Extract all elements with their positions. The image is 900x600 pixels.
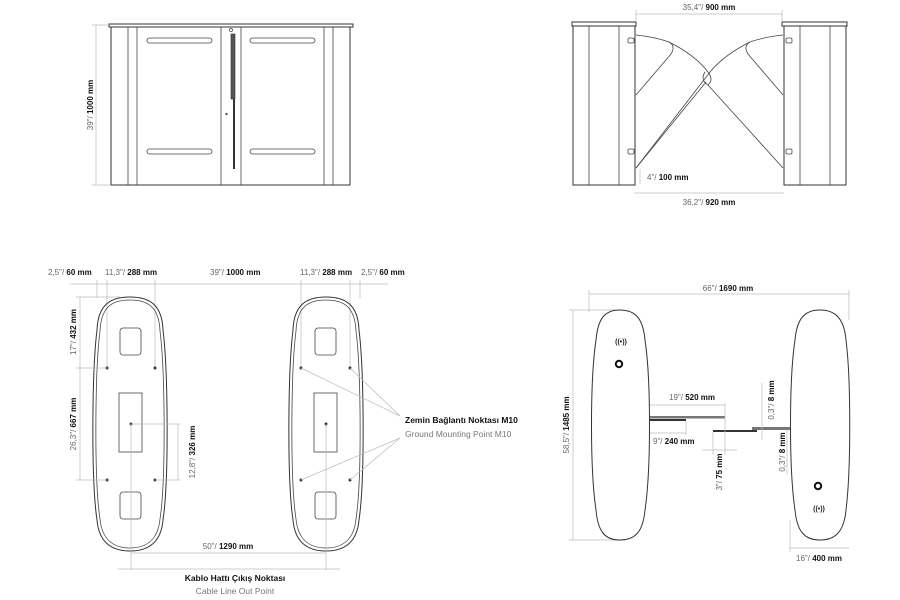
thickness-dimension-1: 0,3"/ 8 mm: [767, 380, 776, 419]
cable-spacing-dimension: 50"/ 1290 mm: [203, 542, 253, 551]
right-wing: [745, 34, 784, 96]
dim-left-edge: 2,5"/ 60 mm: [48, 268, 92, 277]
mount-label-en: Ground Mounting Point M10: [405, 429, 512, 439]
mount-hole: [153, 366, 157, 370]
wing-length-dimension: 19"/ 520 mm: [669, 393, 715, 402]
left-cabinet: [572, 25, 636, 186]
dim-left-holes: 11,3"/ 288 mm: [105, 268, 157, 277]
total-width-dimension: 36,2"/ 920 mm: [683, 198, 736, 207]
front-body: [110, 26, 351, 186]
hole-spacing-dimension: 26,3"/ 667 mm: [69, 398, 78, 451]
dim-right-edge: 2,5"/ 60 mm: [361, 268, 405, 277]
left-wing-panel: [650, 416, 725, 419]
height-dimension: 39"/ 1000 mm: [86, 80, 95, 130]
passage-dimension: 35,4"/ 900 mm: [683, 3, 736, 12]
sensor-icon: [813, 481, 823, 491]
cable-label-en: Cable Line Out Point: [196, 586, 275, 596]
rfid-reader-icon: ((•)): [615, 339, 627, 346]
left-cabinet-top: [591, 309, 650, 541]
gap-dimension: 4"/ 100 mm: [647, 173, 689, 182]
center-dimension: 12,8"/ 326 mm: [188, 426, 197, 479]
total-width-dimension: 66"/ 1690 mm: [703, 284, 753, 293]
handle-bar: [230, 33, 236, 100]
mount-label-tr: Zemin Bağlantı Noktası M10: [405, 415, 518, 425]
left-base-outline: [92, 296, 168, 552]
dim-passage: 39"/ 1000 mm: [210, 268, 260, 277]
length-dimension: 58,5"/ 1485 mm: [562, 396, 571, 453]
right-cabinet: [783, 25, 847, 186]
slot: [146, 148, 213, 155]
right-wing-panel: [713, 430, 757, 432]
slot: [249, 148, 316, 155]
right-cabinet-top: [790, 309, 851, 541]
front-view: 39"/ 1000 mm: [86, 23, 354, 186]
rfid-reader-icon: ((•)): [813, 506, 825, 513]
side-view: 35,4"/ 900 mm 4"/ 100 mm 36,2"/ 920 mm: [571, 3, 848, 207]
dim-right-holes: 11,3"/ 288 mm: [300, 268, 352, 277]
floor-plan: 2,5"/ 60 mm 11,3"/ 288 mm 39"/ 1000 mm 1…: [48, 268, 518, 596]
sensor-icon: [614, 359, 624, 369]
upper-hole-dimension: 17"/ 432 mm: [69, 309, 78, 355]
slot: [249, 37, 316, 44]
top-view: 66"/ 1690 mm 58,5"/ 1485 mm ((•)) ((•)) …: [562, 284, 851, 563]
wing-short-dimension: 9"/ 240 mm: [653, 437, 695, 446]
slot: [146, 37, 213, 44]
left-wing: [635, 34, 674, 96]
overlap-dimension: 3"/ 75 mm: [715, 453, 724, 490]
thickness-dimension-2: 0,3"/ 8 mm: [778, 432, 787, 471]
cabinet-width-dimension: 16"/ 400 mm: [796, 554, 842, 563]
cable-label-tr: Kablo Hattı Çıkış Noktası: [185, 573, 286, 583]
